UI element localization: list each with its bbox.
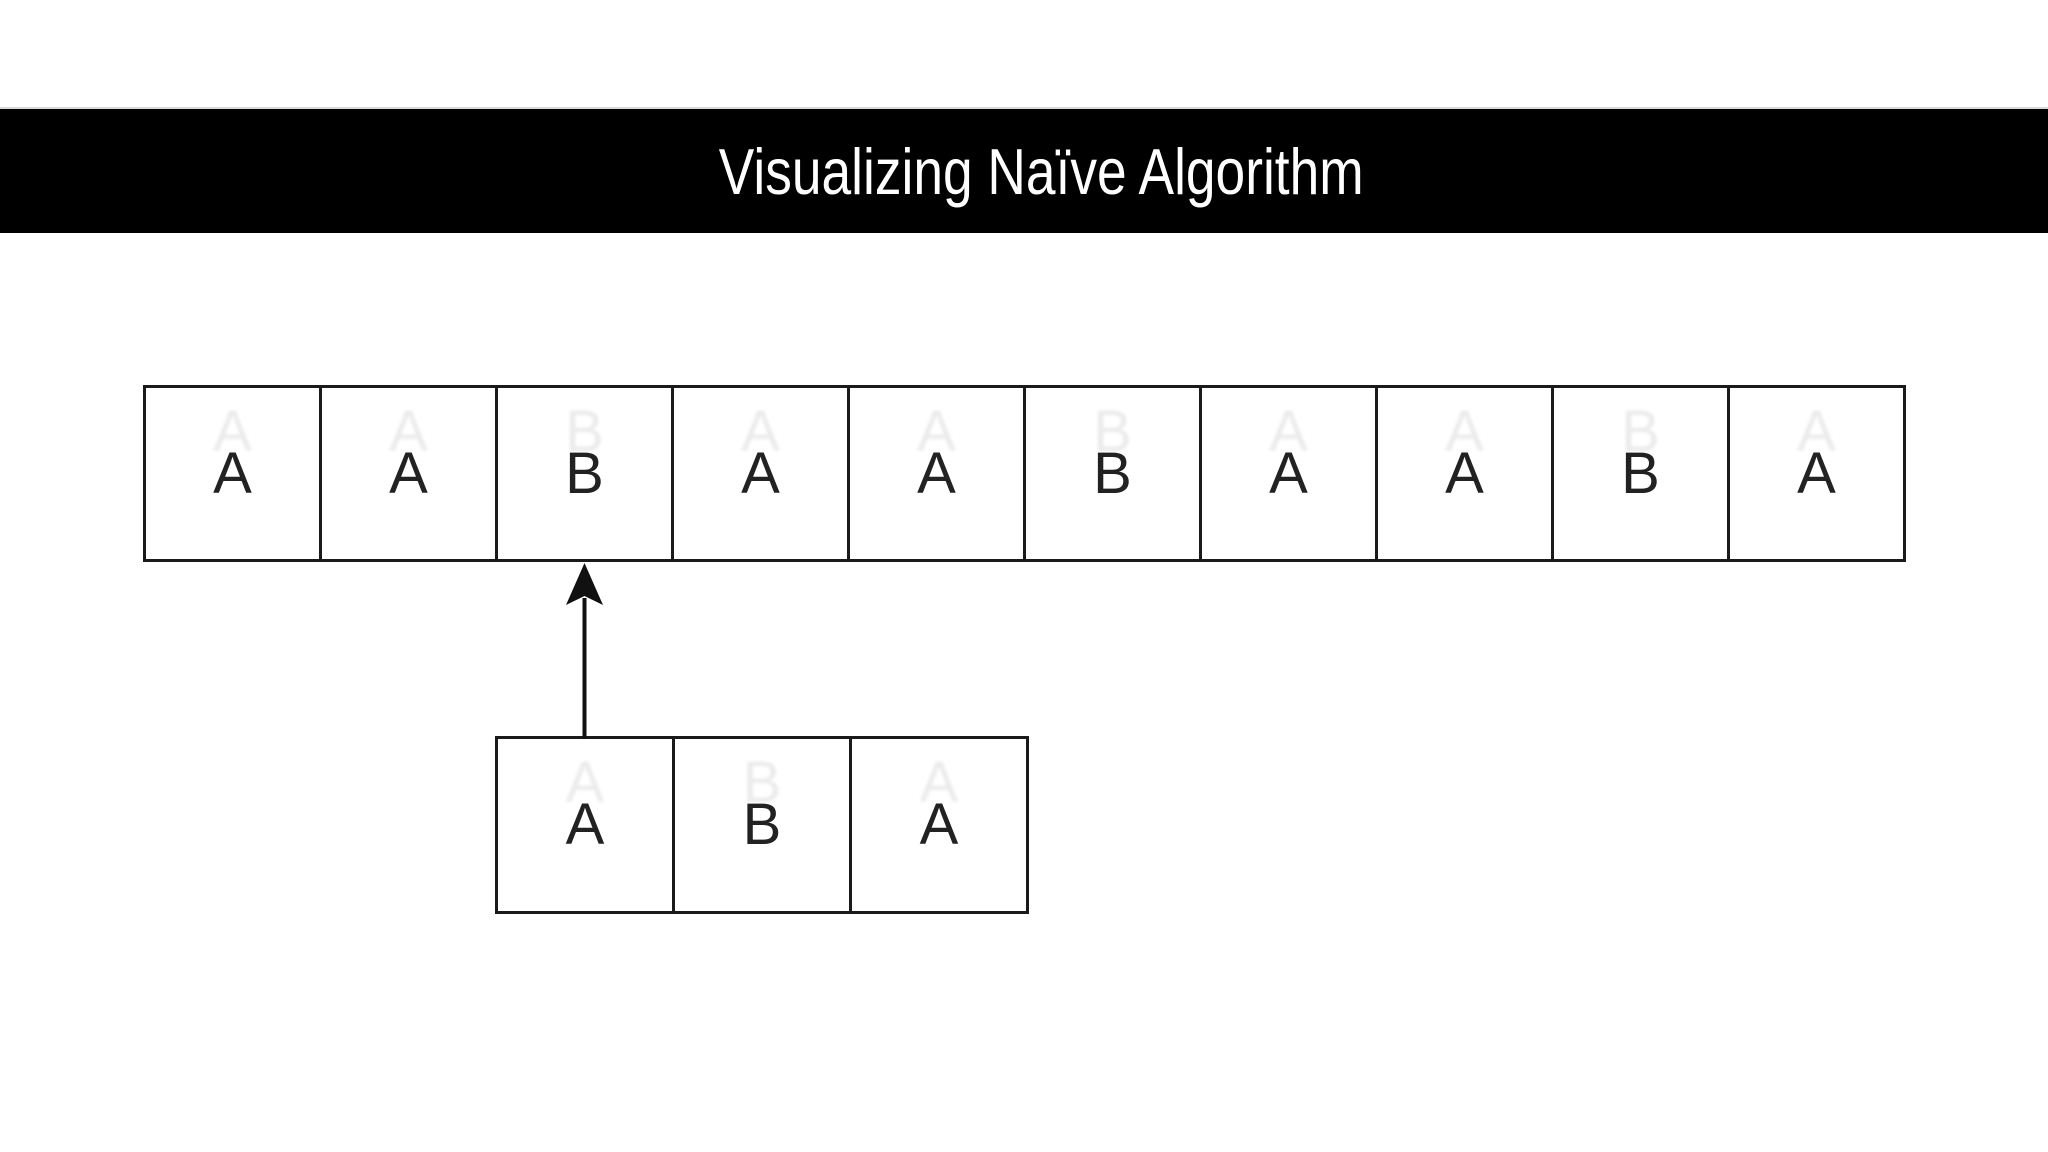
- text-cell-2: B B: [495, 385, 674, 562]
- cell-letter: A: [741, 440, 780, 506]
- cell-letter: A: [919, 792, 959, 857]
- pattern-cell-0: A A: [495, 736, 675, 914]
- arrow-head-icon: [566, 563, 603, 605]
- text-cell-8: B B: [1551, 385, 1730, 562]
- text-cell-7: A A: [1375, 385, 1554, 562]
- text-cell-9: A A: [1727, 385, 1906, 562]
- cell-letter: B: [1621, 440, 1660, 506]
- text-cell-6: A A: [1199, 385, 1378, 562]
- page-title: Visualizing Naïve Algorithm: [718, 134, 1364, 208]
- text-cell-3: A A: [671, 385, 850, 562]
- text-cell-4: A A: [847, 385, 1026, 562]
- text-cell-0: A A: [143, 385, 322, 562]
- text-cell-1: A A: [319, 385, 498, 562]
- cell-letter: A: [213, 440, 252, 506]
- pattern-cell-1: B B: [672, 736, 852, 914]
- cell-letter: A: [917, 440, 956, 506]
- cell-letter: B: [565, 440, 604, 506]
- cell-letter: A: [1797, 440, 1836, 506]
- cell-letter: A: [565, 792, 605, 857]
- text-cell-5: B B: [1023, 385, 1202, 562]
- pattern-cell-2: A A: [849, 736, 1029, 914]
- cell-letter: A: [1269, 440, 1308, 506]
- cell-letter: A: [389, 440, 428, 506]
- text-array: A A A A B B A A A A B B A A A A: [143, 385, 1906, 562]
- cell-letter: B: [1093, 440, 1132, 506]
- cell-letter: A: [1445, 440, 1484, 506]
- pattern-array: A A B B A A: [495, 736, 1029, 914]
- cell-letter: B: [742, 792, 782, 857]
- title-banner: Visualizing Naïve Algorithm: [0, 107, 2048, 233]
